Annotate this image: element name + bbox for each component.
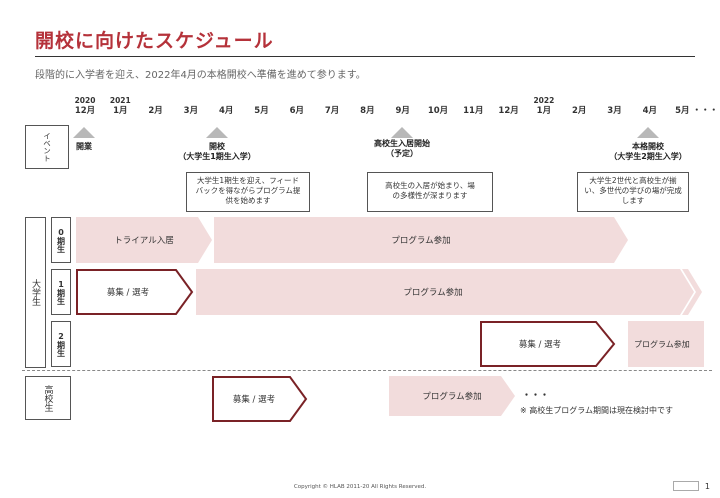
arrow-gen1-recruit-label: 募集 / 選考: [107, 287, 149, 298]
bar-gen0-trial: トライアル入居: [76, 217, 212, 263]
month-column: 3月: [173, 96, 209, 116]
month-label: 3月: [183, 106, 199, 116]
month-column: 5月 ・・・: [667, 96, 720, 116]
month-label: 4月: [218, 106, 234, 116]
month-year: [491, 96, 527, 106]
note-school-open: 大学生1期生を迎え、フィードバックを得ながらプログラム提供を始めます: [186, 172, 310, 212]
month-year: [597, 96, 633, 106]
month-column: 6月: [279, 96, 315, 116]
month-year: [244, 96, 280, 106]
arrow-hs-recruit-label: 募集 / 選考: [233, 394, 275, 405]
month-label: 5月 ・・・: [675, 106, 718, 116]
event-marker-school-open: [206, 127, 228, 138]
page-title: 開校に向けたスケジュール: [35, 30, 274, 52]
month-year: [420, 96, 456, 106]
note-hs-move: 高校生の入居が始まり、場の多様性が深まります: [367, 172, 493, 212]
month-year: [314, 96, 350, 106]
bar-gen2-program: プログラム参加: [628, 321, 704, 367]
bar-gen0-program: プログラム参加: [214, 217, 628, 263]
row-label-university: 大学生: [25, 217, 46, 368]
event-label-full-open: 本格開校（大学生2期生入学）: [609, 142, 687, 161]
hs-continuation-dots: ・・・: [522, 391, 550, 401]
page-number-text: 1: [704, 481, 710, 491]
month-column: 3月: [597, 96, 633, 116]
page-number: 1: [672, 481, 710, 491]
arrow-gen1-recruit: 募集 / 選考: [76, 269, 194, 315]
month-column: 11月: [455, 96, 491, 116]
month-year: [675, 96, 720, 106]
month-label: 12月: [498, 106, 519, 116]
title-divider: [35, 56, 695, 57]
month-label: 7月: [324, 106, 340, 116]
month-column: 5月: [244, 96, 280, 116]
month-column: 9月: [385, 96, 421, 116]
month-column: 12月: [491, 96, 527, 116]
month-year: [138, 96, 174, 106]
note-full-open: 大学生2世代と高校生が揃い、多世代の学びの場が完成します: [577, 172, 689, 212]
month-label: 6月: [289, 106, 304, 116]
continue-chevrons-gen1: [668, 269, 702, 315]
month-label: 8月: [360, 106, 375, 116]
month-label: 5月: [254, 106, 269, 116]
month-column: 2月: [138, 96, 174, 116]
month-label: 2月: [571, 106, 587, 116]
month-year: [561, 96, 597, 106]
section-divider: [22, 370, 712, 371]
bar-gen1-program: プログラム参加: [196, 269, 670, 315]
footer-copyright: Copyright © HLAB 2011-20 All Rights Rese…: [293, 484, 427, 490]
row-label-highschool: 高校生: [25, 376, 71, 420]
month-label: 11月: [463, 106, 484, 116]
month-column: 4月: [632, 96, 668, 116]
row-label-gen0: 0期生: [51, 217, 71, 263]
month-year: [455, 96, 491, 106]
event-label-school-open: 開校（大学生1期生入学）: [178, 142, 256, 161]
month-year: 2022: [533, 96, 555, 105]
month-label: 1月: [536, 106, 552, 116]
month-year: [385, 96, 421, 106]
bar-hs-program: プログラム参加: [389, 376, 515, 416]
month-label: 4月: [642, 106, 657, 116]
month-year: 2020: [74, 96, 96, 105]
month-year: [173, 96, 209, 106]
event-label-hs-move: 高校生入居開始（予定）: [374, 139, 430, 158]
month-year: [279, 96, 315, 106]
month-column: 7月: [314, 96, 350, 116]
arrow-hs-recruit: 募集 / 選考: [212, 376, 308, 422]
month-label: 3月: [607, 106, 622, 116]
month-label: 9月: [395, 106, 410, 116]
arrow-gen2-recruit-label: 募集 / 選考: [519, 339, 561, 350]
page-subtitle: 段階的に入学者を迎え、2022年4月の本格開校へ準備を進めて参ります。: [35, 70, 366, 81]
hs-program-note: ※ 高校生プログラム期間は現在検討中です: [520, 406, 674, 415]
month-label: 10月: [427, 106, 449, 116]
event-marker-full-open: [637, 127, 659, 138]
month-label: 2月: [148, 106, 163, 116]
event-label-open: 開業: [76, 142, 92, 151]
month-label: 1月: [113, 106, 128, 116]
event-marker-hs-move: [391, 127, 413, 138]
month-column: 4月: [208, 96, 244, 116]
month-year: [208, 96, 244, 106]
row-label-gen2: 2期生: [51, 321, 71, 367]
row-label-event: イベント: [25, 125, 69, 169]
row-label-gen1: 1期生: [51, 269, 71, 315]
month-column: 8月: [349, 96, 385, 116]
page-box: [672, 481, 699, 491]
month-column: 2月: [561, 96, 597, 116]
event-marker-open: [73, 127, 95, 138]
month-column: 10月: [420, 96, 456, 116]
month-year: [632, 96, 668, 106]
month-year: 2021: [109, 96, 131, 105]
month-label: 12月: [74, 106, 96, 116]
arrow-gen2-recruit: 募集 / 選考: [480, 321, 616, 367]
month-year: [349, 96, 385, 106]
